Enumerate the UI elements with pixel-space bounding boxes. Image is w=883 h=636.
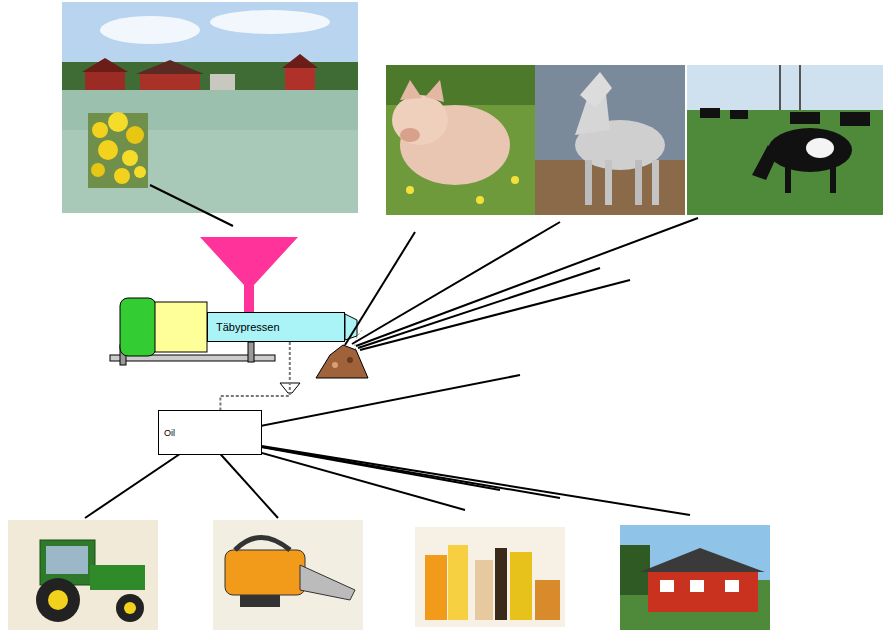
oil-leaders (85, 375, 690, 518)
house-photo (620, 525, 770, 630)
food-photo (415, 527, 565, 627)
tractor-photo (8, 520, 158, 630)
feed-leaders (345, 218, 698, 350)
leader-line (150, 185, 233, 226)
node-label: Täbypressen (216, 321, 280, 333)
press (110, 298, 357, 365)
funnel (200, 237, 298, 318)
pig-photo (386, 65, 535, 215)
oil-tank: Oil (158, 410, 262, 455)
oil-pipe (220, 342, 289, 410)
cow-photo (687, 65, 883, 215)
press-barrel: Täbypressen (207, 312, 345, 342)
node-label: Oil (164, 428, 175, 438)
horse-photo (535, 65, 685, 215)
chainsaw-photo (213, 520, 363, 630)
field-photo (62, 2, 358, 213)
